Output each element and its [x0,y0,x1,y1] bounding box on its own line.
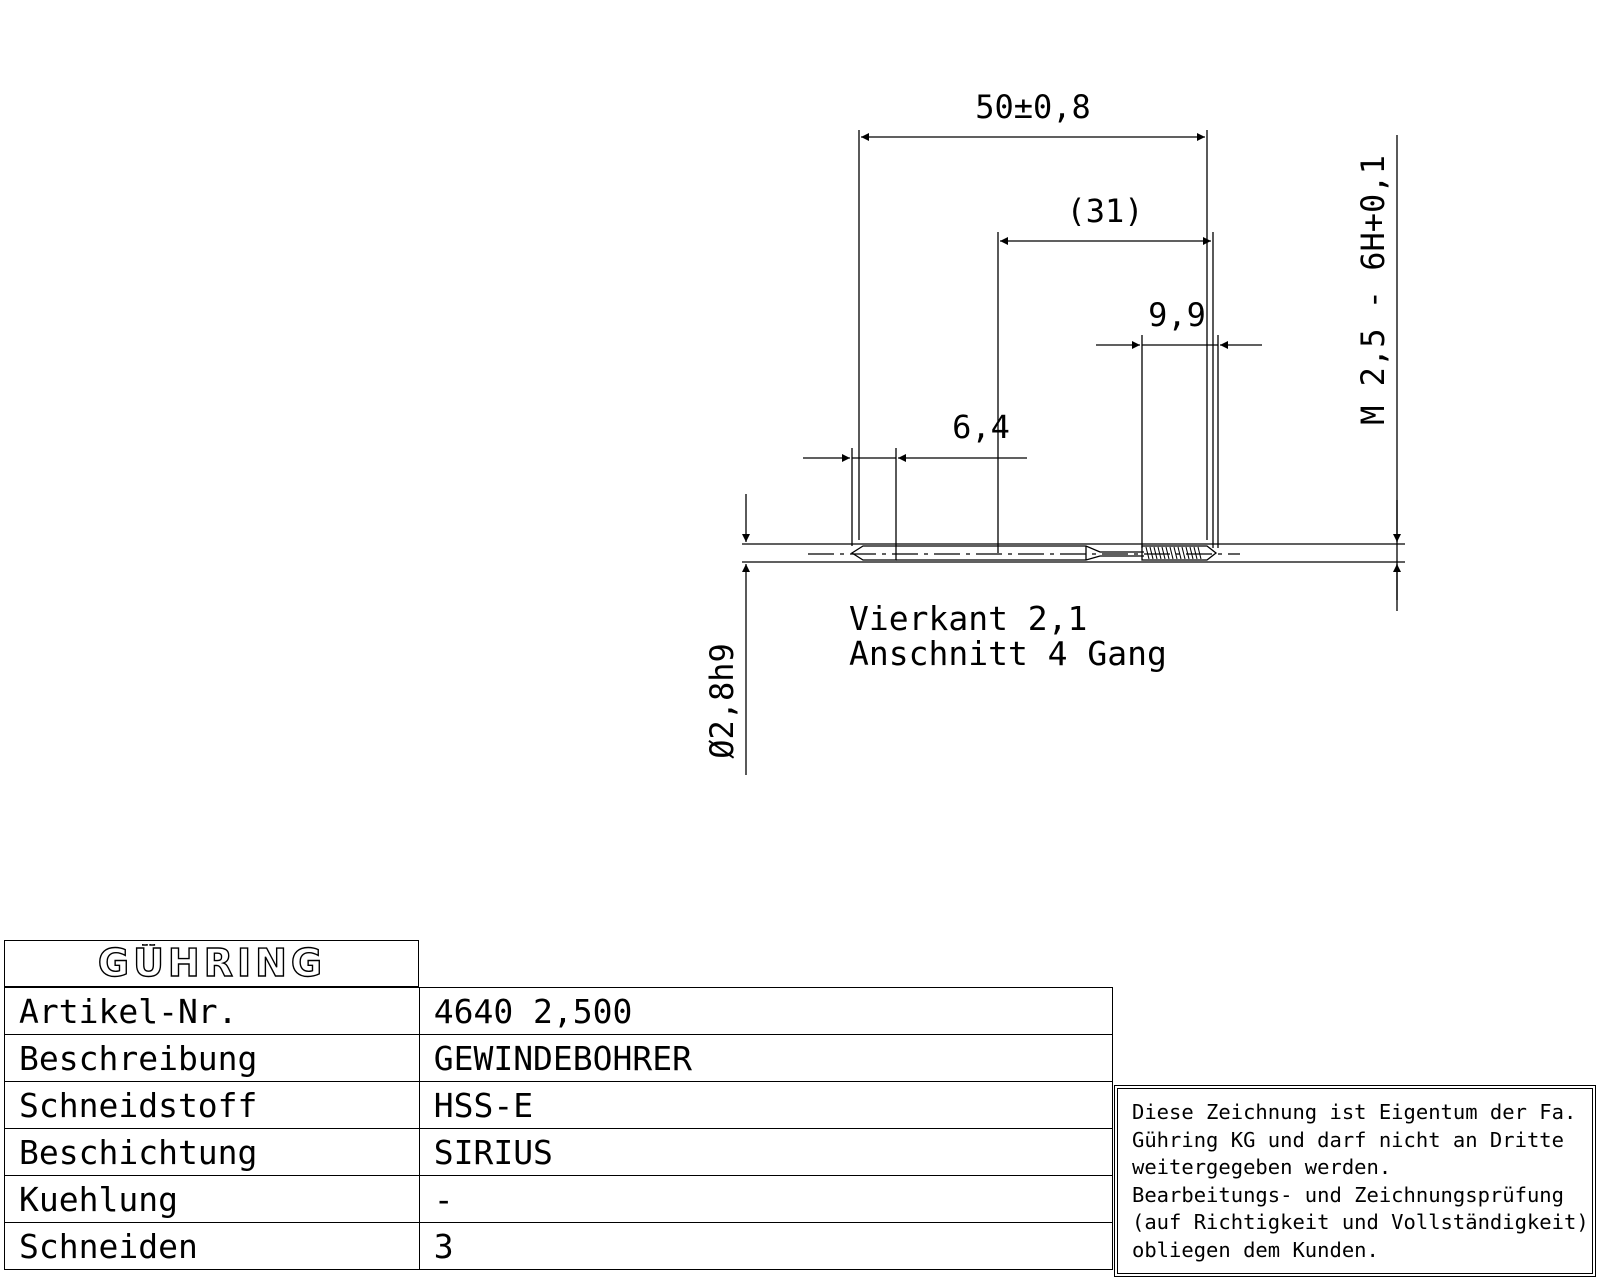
table-row: Kuehlung- [4,1175,1114,1223]
dim-overall-length: 50±0,8 [975,88,1091,126]
thread-hatch-line [1153,546,1158,560]
note-chamfer: Anschnitt 4 Gang [849,634,1167,673]
row-label: Beschichtung [4,1128,420,1176]
row-label: Kuehlung [4,1175,420,1223]
thread-hatch [1145,546,1202,560]
thread-hatch-line [1189,546,1194,560]
dimension-lines [742,133,1401,775]
thread-hatch-line [1173,546,1178,560]
thread-hatch-line [1145,546,1150,560]
dim-thread-size: M 2,5 - 6H+0,1 [1354,155,1392,425]
row-value: HSS-E [418,1081,1114,1129]
thread-hatch-line [1165,546,1170,560]
thread-hatch-line [1157,546,1162,560]
technical-drawing: 50±0,8 (31) 9,9 6,4 M 2,5 - 6H+0,1 Ø2,8h… [703,88,1405,775]
square-end [850,545,897,561]
thread-hatch-line [1197,546,1202,560]
row-value: SIRIUS [418,1128,1114,1176]
row-label: Schneidstoff [4,1081,420,1129]
table-row: Artikel-Nr.4640 2,500 [4,987,1114,1035]
row-label: Schneiden [4,1222,420,1270]
row-value: 4640 2,500 [418,987,1114,1035]
dim-shank-diameter: Ø2,8h9 [703,643,741,759]
dim-thread-length: 9,9 [1148,296,1206,334]
dim-square-length: 6,4 [952,408,1010,446]
thread-hatch-line [1149,546,1154,560]
thread-hatch-line [1193,546,1198,560]
company-logo: GÜHRING [4,940,419,987]
thread-body [1141,545,1218,561]
row-label: Beschreibung [4,1034,420,1082]
thread-hatch-line [1161,546,1166,560]
shank [896,545,1144,561]
thread-hatch-line [1181,546,1186,560]
thread-hatch-line [1169,546,1174,560]
dim-shank-length: (31) [1066,192,1143,230]
legal-line: Diese Zeichnung ist Eigentum der Fa. [1132,1100,1577,1124]
thread-hatch-line [1185,546,1190,560]
legal-line: weitergegeben werden. [1132,1155,1392,1179]
legal-line: obliegen dem Kunden. [1132,1237,1379,1262]
legal-line: Bearbeitungs- und Zeichnungsprüfung [1132,1182,1564,1207]
logo-text: GÜHRING [97,944,325,984]
row-value: GEWINDEBOHRER [418,1034,1114,1082]
row-label: Artikel-Nr. [4,987,420,1035]
legal-line: (auf Richtigkeit und Vollständigkeit) [1132,1210,1589,1234]
row-value: - [418,1175,1114,1223]
legal-line: Gühring KG und darf nicht an Dritte [1132,1127,1564,1152]
thread-hatch-line [1177,546,1182,560]
note-square: Vierkant 2,1 [849,599,1087,638]
row-value: 3 [418,1222,1114,1270]
legal-notice: Diese Zeichnung ist Eigentum der Fa. Gühr… [1114,1085,1596,1277]
